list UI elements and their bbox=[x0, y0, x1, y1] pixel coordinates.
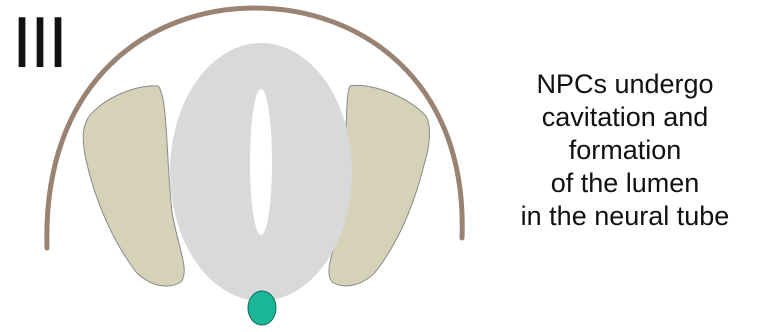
caption-line: NPCs undergo bbox=[505, 68, 745, 101]
left-somite bbox=[83, 86, 184, 286]
caption: NPCs undergo cavitation and formation of… bbox=[505, 68, 745, 233]
caption-line: formation bbox=[505, 134, 745, 167]
notochord bbox=[248, 291, 276, 325]
neural-tube-lumen bbox=[250, 89, 272, 235]
caption-line: in the neural tube bbox=[505, 200, 745, 233]
stage-label: III bbox=[12, 0, 66, 86]
caption-line: of the lumen bbox=[505, 167, 745, 200]
caption-line: cavitation and bbox=[505, 101, 745, 134]
